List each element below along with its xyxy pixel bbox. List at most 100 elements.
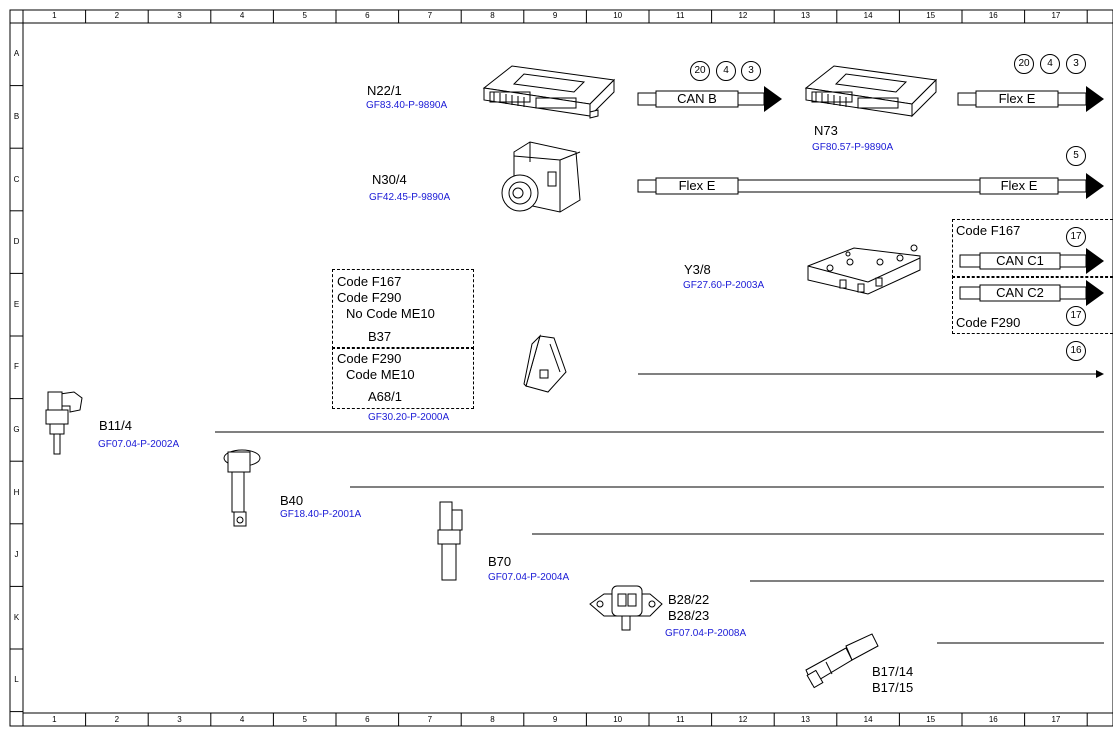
ruler-bottom-col-10: 10 [613,715,623,724]
code-right-top: Code F167 [956,223,1021,238]
ruler-top-col-1: 1 [52,11,57,20]
ruler-top-col-10: 10 [613,11,623,20]
ruler-ticks [10,10,1088,726]
y3-8-label: Y3/8 [684,262,711,277]
b70-label: B70 [488,554,512,569]
b40-label: B40 [280,493,304,508]
b17-14-label: B17/14 [872,664,914,679]
code-box1-line1: Code F167 [337,274,402,289]
ruler-bottom-col-2: 2 [114,715,120,724]
b37-label: B37 [368,329,392,344]
ruler-bottom-col-4: 4 [239,715,245,724]
ruler-row-K: K [13,612,20,622]
ruler-bottom-col-17: 17 [1051,715,1061,724]
code-box1-line3: No Code ME10 [346,306,435,321]
ruler-row-H: H [13,487,20,497]
ref-circle-4-a[interactable]: 4 [716,61,736,81]
n30-4-ref[interactable]: GF42.45-P-9890A [369,192,451,203]
y3-8-valve-body-drawing [807,244,921,295]
ruler-row-G: G [13,424,20,434]
ruler-bottom-col-13: 13 [801,715,810,724]
ruler-top-col-9: 9 [552,11,558,20]
ruler-top-col-11: 11 [676,11,685,20]
ruler-top-col-3: 3 [177,11,182,20]
b11-4-ref[interactable]: GF07.04-P-2002A [98,439,180,450]
b40-sensor-drawing [223,449,261,527]
ruler-top-col-2: 2 [114,11,120,20]
b17-15-label: B17/15 [872,680,914,695]
b28-ref[interactable]: GF07.04-P-2008A [665,628,747,639]
ref-circle-4-b[interactable]: 4 [1040,54,1060,74]
ruler-top-col-4: 4 [239,11,245,20]
flex-e-mid-right-label: Flex E [1000,178,1038,193]
flex-e-mid-left-label: Flex E [678,178,716,193]
b28-22-label: B28/22 [668,592,710,607]
ruler-bottom-col-7: 7 [427,715,433,724]
n22-1-control-unit-drawing [482,65,616,119]
b40-ref[interactable]: GF18.40-P-2001A [280,509,362,520]
ref-circle-3-b[interactable]: 3 [1066,54,1086,74]
ref-circle-20-a[interactable]: 20 [690,61,710,81]
can-b-bus-arrow [637,86,782,112]
ref-circle-20-b[interactable]: 20 [1014,54,1034,74]
b28-sensor-drawing [589,585,663,631]
code-box1-line2: Code F290 [337,290,402,305]
ruler-top-col-12: 12 [738,11,748,20]
flex-e-top-label: Flex E [998,91,1036,106]
ruler-row-A: A [13,49,20,59]
ref-circle-5[interactable]: 5 [1066,146,1086,166]
ruler-bottom-col-15: 15 [926,715,936,724]
ruler-row-D: D [13,237,20,247]
ruler-top-col-5: 5 [302,11,307,20]
n22-1-ref[interactable]: GF83.40-P-9890A [366,100,448,111]
ruler-bottom-col-12: 12 [738,715,748,724]
ruler-row-C: C [13,174,20,184]
ruler-top-col-17: 17 [1051,11,1061,20]
b70-ref[interactable]: GF07.04-P-2004A [488,572,570,583]
n30-4-esp-unit-drawing [501,141,581,213]
ruler-bottom-col-6: 6 [365,715,370,724]
code-box-can-c2 [952,276,1113,334]
ruler-top-col-7: 7 [427,11,433,20]
ruler-top-col-6: 6 [365,11,370,20]
n73-label: N73 [814,123,838,138]
b11-4-label: B11/4 [99,418,133,433]
can-b-label: CAN B [677,91,717,106]
ruler-row-J: J [14,550,19,560]
can-c2-bus-arrow [959,280,1104,306]
ruler-row-F: F [14,362,19,372]
n30-4-label: N30/4 [372,172,407,187]
ruler-top-col-16: 16 [988,11,998,20]
y3-8-ref[interactable]: GF27.60-P-2003A [683,280,765,291]
can-c1-label: CAN C1 [996,253,1044,268]
ruler-bottom-col-1: 1 [52,715,57,724]
ruler-bottom-col-14: 14 [863,715,873,724]
ruler-bottom-col-16: 16 [988,715,998,724]
n73-ref[interactable]: GF80.57-P-9890A [812,142,894,153]
b28-23-label: B28/23 [668,608,710,623]
code-box-b37 [332,269,474,349]
code-box-can-c1 [952,219,1113,278]
code-box-a68-1 [332,347,474,409]
ref-circle-17-a[interactable]: 17 [1066,227,1086,247]
a68-1-label: A68/1 [368,389,402,404]
a68-1-pedal-drawing [523,334,567,393]
ruler-bottom-col-8: 8 [490,715,495,724]
ref-circle-3-a[interactable]: 3 [741,61,761,81]
code-box2-line2: Code ME10 [346,367,415,382]
can-c2-label: CAN C2 [996,285,1044,300]
code-right-bottom: Code F290 [956,315,1021,330]
b17-sensor-drawing [805,633,879,689]
signal-line-16 [638,370,1104,378]
a68-1-ref[interactable]: GF30.20-P-2000A [368,412,450,423]
b70-sensor-drawing [437,501,463,581]
ref-circle-16[interactable]: 16 [1066,341,1086,361]
code-box2-line1: Code F290 [337,351,402,366]
ref-circle-17-b[interactable]: 17 [1066,306,1086,326]
ruler-top-col-13: 13 [801,11,810,20]
ruler-bottom-col-9: 9 [552,715,558,724]
ruler-row-B: B [13,111,20,121]
ruler-bottom-col-3: 3 [177,715,182,724]
